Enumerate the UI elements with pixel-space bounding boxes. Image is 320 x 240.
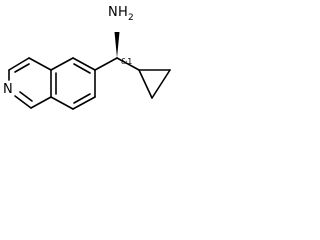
isoquinoline-pyridine-ring bbox=[8, 57, 52, 109]
bond-c8a-c1 bbox=[30, 96, 52, 109]
amine-hydrogen-symbol: H bbox=[118, 5, 128, 20]
ring-nitrogen-label: N bbox=[3, 82, 13, 97]
bond-cp-1 bbox=[138, 69, 153, 99]
chemical-structure: N N H 2 &1 bbox=[3, 5, 171, 110]
amine-nitrogen-symbol: N bbox=[108, 5, 118, 20]
amine-hydrogen-count: 2 bbox=[128, 13, 134, 23]
bond-cp-2 bbox=[151, 69, 171, 99]
bond-c8-c8a bbox=[50, 96, 74, 110]
bond-c3-c4 bbox=[8, 57, 30, 71]
bond-c6-chiral-carbon bbox=[94, 57, 118, 71]
bond-c5-c6-inner bbox=[73, 63, 91, 74]
bond-c4a-c5 bbox=[50, 57, 74, 71]
bond-c3-c4-inner bbox=[14, 63, 30, 73]
stereo-descriptor-label: &1 bbox=[121, 57, 132, 66]
bond-c7-c8 bbox=[72, 96, 96, 110]
bond-c1-n2 bbox=[14, 95, 32, 109]
bond-c5-c6 bbox=[72, 57, 96, 71]
bond-c1-n2-inner bbox=[19, 91, 33, 102]
bond-c7-c8-inner bbox=[73, 93, 91, 104]
amine-label: N H 2 bbox=[108, 5, 134, 23]
isoquinoline-benzene-ring bbox=[50, 57, 96, 110]
cyclopropyl-ring bbox=[138, 69, 171, 99]
bond-c4-c4a bbox=[28, 57, 52, 71]
stereo-wedge-bond bbox=[114, 32, 120, 58]
bond-chiral-carbon-cyclopropyl bbox=[116, 57, 140, 71]
